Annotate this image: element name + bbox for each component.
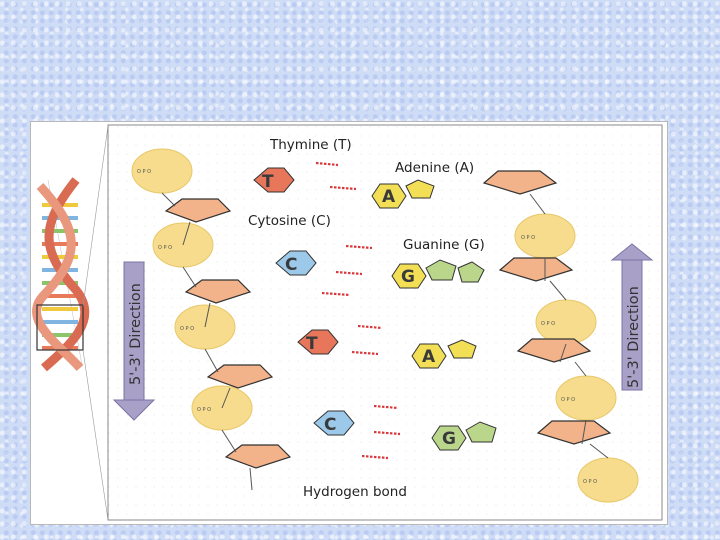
svg-text:C: C <box>285 255 297 275</box>
sugar-rings-left <box>164 198 292 469</box>
svg-text:O P O: O P O <box>541 321 555 327</box>
base-thymine-2: T <box>297 329 339 355</box>
right-direction-label: 5'-3' Direction <box>626 286 642 388</box>
svg-text:G: G <box>442 429 456 449</box>
svg-text:O P O: O P O <box>197 407 211 413</box>
base-guanine-2: G <box>431 421 497 451</box>
svg-text:C: C <box>324 415 336 435</box>
hydrogen-bonds <box>315 161 401 460</box>
svg-text:O P O: O P O <box>180 326 194 332</box>
left-direction-label: 5'-3' Direction <box>128 283 144 385</box>
svg-text:T: T <box>262 172 274 192</box>
svg-text:O P O: O P O <box>521 235 535 241</box>
hydrogen-bond-label: Hydrogen bond <box>303 484 407 500</box>
base-adenine-1: A <box>371 179 435 209</box>
base-cytosine-1: C <box>275 250 317 276</box>
sugar-rings-right <box>482 170 612 445</box>
phosphate-groups-right <box>514 213 639 503</box>
svg-text:A: A <box>422 347 436 367</box>
svg-text:A: A <box>382 187 396 207</box>
left-direction-arrow <box>112 261 156 421</box>
thymine-label: Thymine (T) <box>269 137 352 153</box>
svg-text:O P O: O P O <box>583 479 597 485</box>
svg-text:O P O: O P O <box>561 397 575 403</box>
dna-helix-thumbnail <box>32 177 90 372</box>
guanine-label: Guanine (G) <box>403 237 485 253</box>
base-adenine-2: A <box>411 339 477 369</box>
base-guanine-1: G <box>391 259 485 289</box>
cytosine-label: Cytosine (C) <box>248 213 331 229</box>
base-thymine-1: T <box>253 167 295 193</box>
base-cytosine-2: C <box>313 410 355 436</box>
svg-text:T: T <box>306 334 318 354</box>
svg-text:G: G <box>401 267 415 287</box>
adenine-label: Adenine (A) <box>395 160 474 176</box>
svg-text:O P O: O P O <box>137 169 151 175</box>
svg-text:O P O: O P O <box>158 245 172 251</box>
right-direction-arrow <box>610 243 654 391</box>
